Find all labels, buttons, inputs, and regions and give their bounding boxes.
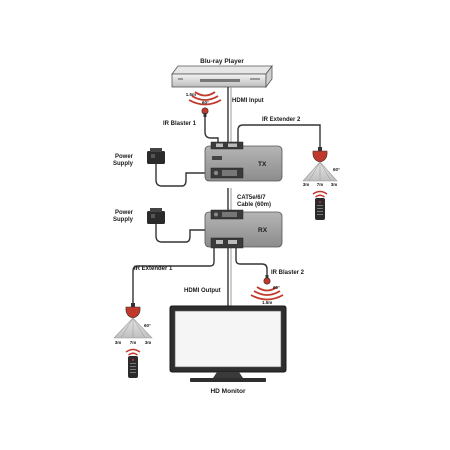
ir-extender-2-right: 3m <box>331 182 338 187</box>
power-supply-bottom <box>147 208 165 224</box>
ir-blaster-1-emitter <box>201 107 209 117</box>
power-supply-top-label-2: Supply <box>113 161 134 167</box>
ir-blaster-1-distance: 1.5m <box>186 92 196 97</box>
power-supply-top-label-1: Power <box>115 154 134 160</box>
ir-blaster-2-label: IR Blaster 2 <box>271 270 305 276</box>
rx-label: RX <box>258 227 268 234</box>
tx-label: TX <box>258 161 267 168</box>
ir-extender-2-label: IR Extender 2 <box>262 117 301 123</box>
ir-extender-1-angle: 60° <box>144 323 151 328</box>
ir-blaster-2-angle: 60° <box>273 285 280 290</box>
remote-control-right <box>315 198 325 220</box>
ir-extender-1-left: 3m <box>115 340 122 345</box>
power-supply-bottom-label-1: Power <box>115 210 134 216</box>
ir-blaster-1-waves <box>188 91 222 106</box>
ir-extender-2-cone <box>302 161 338 182</box>
remote-control-left <box>128 356 138 378</box>
power-supply-bottom-label-2: Supply <box>113 217 134 223</box>
ir-extender-1-label: IR Extender 1 <box>134 266 173 272</box>
ir-extender-1-sensor <box>125 303 141 319</box>
ir-extender-2-left: 3m <box>303 182 310 187</box>
ir-blaster-2-emitter <box>263 275 271 285</box>
cable-label-1: CAT5e/6/7 <box>237 195 266 201</box>
ir-blaster-1-angle: 60° <box>202 100 209 105</box>
hd-monitor <box>169 305 287 382</box>
ir-extender-1-right: 3m <box>145 340 152 345</box>
tx-unit <box>204 141 283 182</box>
cable-label-2: Cable (60m) <box>237 202 271 208</box>
ir-blaster-1-label: IR Blaster 1 <box>163 121 197 127</box>
ir-blaster-2-waves <box>250 286 284 301</box>
cables <box>132 87 321 306</box>
ir-extender-1-cone <box>113 317 153 339</box>
ir-extender-2-waves <box>312 190 328 198</box>
hdmi-input-label: HDMI Input <box>232 98 264 104</box>
bluray-label: Blu-ray Player <box>200 58 244 65</box>
ir-extender-2-center: 7m <box>317 182 324 187</box>
hdmi-output-label: HDMI Output <box>184 288 221 294</box>
bluray-player <box>171 64 273 89</box>
ir-extender-1-waves <box>125 348 141 356</box>
hd-monitor-label: HD Monitor <box>210 388 245 395</box>
rx-unit <box>204 209 283 249</box>
ir-extender-2-angle: 60° <box>333 167 340 172</box>
ir-extender-1-center: 7m <box>130 340 137 345</box>
ir-extender-2-sensor <box>312 147 328 163</box>
ir-blaster-2-distance: 1.5m <box>262 300 272 305</box>
power-supply-top <box>147 148 165 164</box>
